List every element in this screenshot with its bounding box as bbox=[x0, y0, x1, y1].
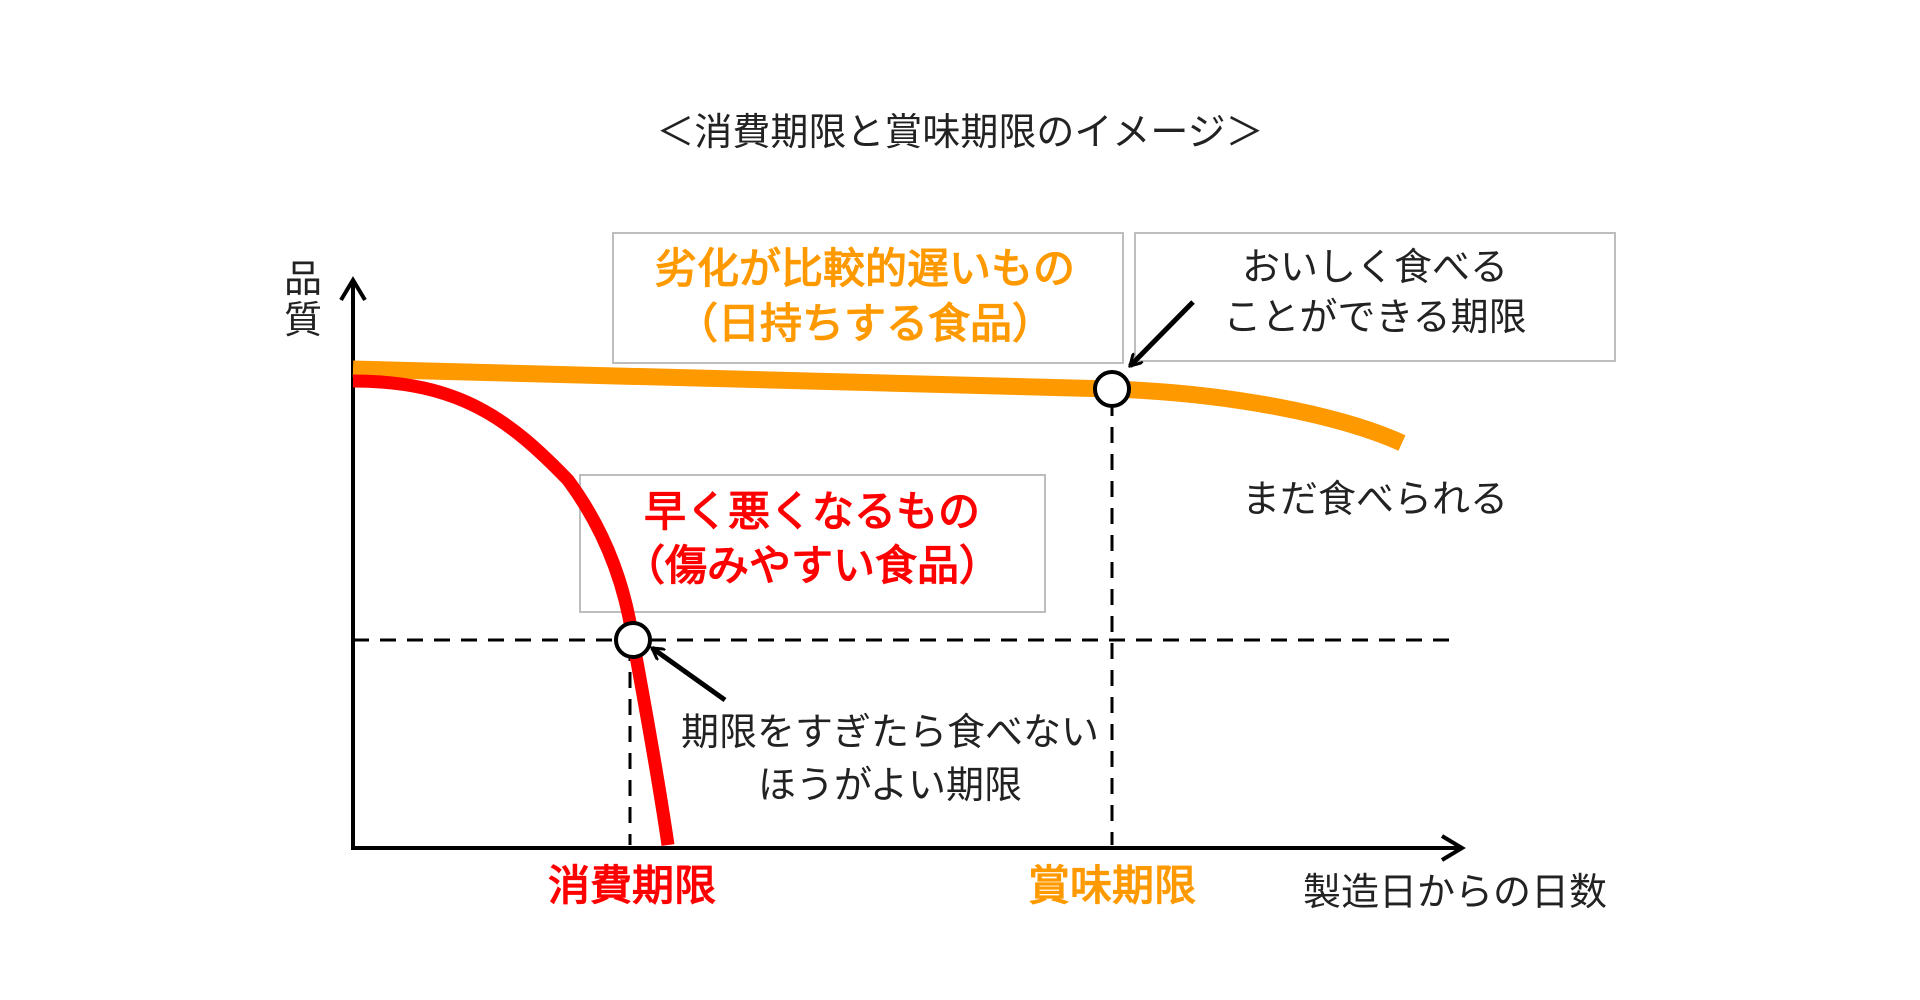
x-axis-label: 製造日からの日数 bbox=[1303, 870, 1607, 914]
fast-item-box bbox=[579, 474, 1046, 613]
fast-item-label-line1: 早く悪くなるもの bbox=[644, 487, 980, 536]
slow-item-curve bbox=[352, 360, 1406, 451]
use-by-note-line2: ほうがよい期限 bbox=[758, 763, 1022, 807]
best-before-pointer-arrow bbox=[1130, 300, 1195, 366]
use-by-pointer-arrow bbox=[652, 645, 727, 703]
best-before-note-line2: ことができる期限 bbox=[1223, 295, 1526, 339]
slow-item-label-line2: （日持ちする食品） bbox=[676, 299, 1054, 348]
slow-item-box bbox=[612, 232, 1124, 364]
still-edible-label: まだ食べられる bbox=[1242, 477, 1508, 521]
use-by-marker-label: 消費期限 bbox=[548, 861, 716, 910]
best-before-point bbox=[1093, 370, 1131, 408]
slow-item-label-line1: 劣化が比較的遅いもの bbox=[655, 244, 1075, 293]
best-before-note-box bbox=[1134, 232, 1616, 362]
fast-item-label-line2: （傷みやすい食品） bbox=[623, 541, 1001, 590]
fast-item-curve bbox=[352, 374, 675, 846]
y-axis-arrowhead bbox=[339, 276, 367, 302]
use-by-point bbox=[614, 621, 652, 659]
x-axis-arrowhead bbox=[1440, 834, 1466, 862]
diagram-title: ＜消費期限と賞味期限のイメージ＞ bbox=[656, 110, 1263, 154]
best-before-note-line1: おいしく食べる bbox=[1242, 245, 1508, 289]
best-before-marker-label: 賞味期限 bbox=[1028, 861, 1196, 910]
y-axis-label-char-1: 品 bbox=[284, 257, 322, 301]
use-by-note-line1: 期限をすぎたら食べない bbox=[681, 710, 1099, 754]
y-axis-label-char-2: 質 bbox=[284, 298, 322, 342]
